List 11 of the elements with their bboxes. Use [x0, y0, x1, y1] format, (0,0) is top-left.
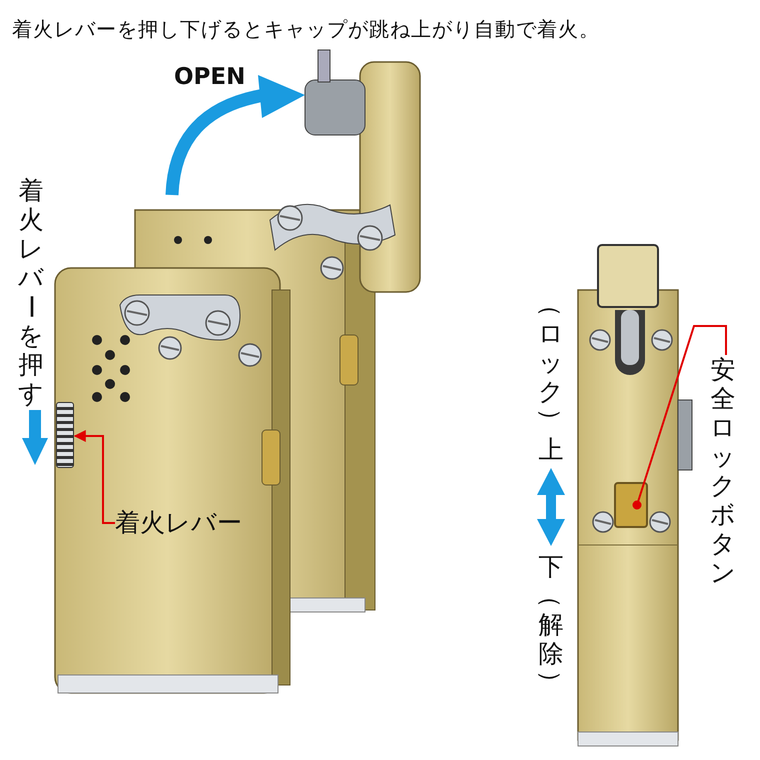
callout-label: 着火レバー [115, 506, 255, 540]
leader-line [632, 325, 727, 510]
lever-part [56, 402, 74, 468]
label-text: （ロック）上 [536, 291, 566, 464]
title: 着火レバーを押し下げるとキャップが跳ね上がり自動で着火。 [12, 16, 600, 43]
callout-label: 安全ロックボタン [708, 355, 738, 587]
label-text: 着火レバーを押す [16, 176, 46, 408]
label-text: OPEN [174, 64, 246, 90]
button-part [614, 482, 648, 528]
leader-line [74, 430, 115, 524]
label-text: 下（解除） [536, 552, 566, 697]
